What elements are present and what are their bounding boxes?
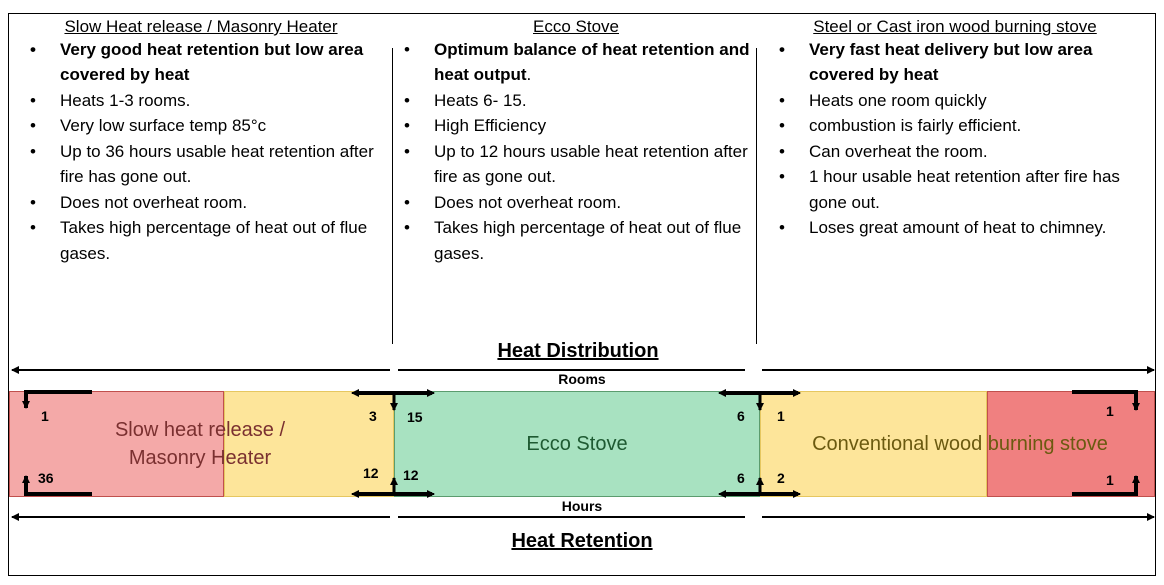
column-divider: [756, 48, 757, 344]
diagram-frame: [8, 13, 1156, 576]
marker-masonry-hours-min: 12: [363, 465, 379, 481]
column-ecco: Ecco Stove Optimum balance of heat reten…: [400, 14, 752, 266]
marker-ecco-hours-max: 12: [403, 467, 419, 483]
column-conventional: Steel or Cast iron wood burning stove Ve…: [775, 14, 1135, 241]
bullet-suffix: .: [526, 65, 532, 84]
bullet-list: Very fast heat delivery but low area cov…: [775, 37, 1135, 241]
bullet-item: Can overheat the room.: [775, 139, 1135, 165]
column-heading: Steel or Cast iron wood burning stove: [813, 17, 1097, 36]
ecco-segment-label: Ecco Stove: [526, 433, 628, 455]
bullet-item: Up to 36 hours usable heat retention aft…: [26, 139, 376, 190]
column-heading: Slow Heat release / Masonry Heater: [64, 17, 338, 36]
bullet-list: Optimum balance of heat retention and he…: [400, 37, 752, 267]
marker-ecco-hours-min: 6: [737, 470, 745, 486]
rooms-axis-label: Rooms: [558, 371, 606, 387]
segment-conventional-yellow: [760, 391, 987, 497]
column-heading: Ecco Stove: [533, 17, 619, 36]
marker-conv-rooms-max: 1: [777, 408, 785, 424]
bullet-item: Very good heat retention but low area co…: [26, 37, 376, 88]
bullet-item: Heats one room quickly: [775, 88, 1135, 114]
segment-ecco-green: [394, 391, 760, 497]
marker-conv-hours-max: 2: [777, 470, 785, 486]
bullet-item: Very low surface temp 85°c: [26, 113, 376, 139]
segment-conventional-red: [987, 391, 1155, 497]
marker-conv-rooms-min: 1: [1106, 403, 1114, 419]
bullet-bold-text: Optimum balance of heat retention and he…: [434, 39, 750, 85]
hours-axis-label: Hours: [561, 498, 603, 514]
bullet-item: Heats 1-3 rooms.: [26, 88, 376, 114]
bracket-masonry-rooms-min: [22, 390, 92, 409]
bullet-item: Loses great amount of heat to chimney.: [775, 215, 1135, 241]
marker-ecco-rooms-max: 15: [407, 409, 423, 425]
bullet-item: 1 hour usable heat retention after fire …: [775, 164, 1135, 215]
bullet-item: Up to 12 hours usable heat retention aft…: [400, 139, 752, 190]
bullet-item: Does not overheat room.: [26, 190, 376, 216]
segment-masonry-yellow: [224, 391, 394, 497]
marker-conv-hours-min: 1: [1106, 472, 1114, 488]
column-divider: [392, 48, 393, 344]
bullet-item: Takes high percentage of heat out of flu…: [400, 215, 752, 266]
bullet-item: combustion is fairly efficient.: [775, 113, 1135, 139]
conventional-segment-label: Conventional wood burning stove: [812, 433, 1108, 455]
marker-masonry-rooms-min: 1: [41, 408, 49, 424]
bullet-item: Does not overheat room.: [400, 190, 752, 216]
bracket-conv-rooms-min: [1072, 390, 1140, 411]
bullet-item: Optimum balance of heat retention and he…: [400, 37, 752, 88]
heat-distribution-title: Heat Distribution: [497, 340, 659, 362]
heat-retention-title: Heat Retention: [511, 530, 653, 552]
bullet-item: High Efficiency: [400, 113, 752, 139]
marker-masonry-rooms-max: 3: [369, 408, 377, 424]
bracket-masonry-hours-max: [22, 475, 92, 496]
bullet-item: Takes high percentage of heat out of flu…: [26, 215, 376, 266]
marker-masonry-hours-max: 36: [38, 470, 54, 486]
marker-ecco-rooms-min: 6: [737, 408, 745, 424]
bracket-conv-hours-min: [1072, 475, 1140, 496]
bullet-item: Heats 6- 15.: [400, 88, 752, 114]
column-masonry: Slow Heat release / Masonry Heater Very …: [26, 14, 376, 266]
masonry-segment-label: Slow heat release / Masonry Heater: [114, 419, 286, 469]
bullet-list: Very good heat retention but low area co…: [26, 37, 376, 267]
bullet-item: Very fast heat delivery but low area cov…: [775, 37, 1135, 88]
segment-masonry-red: [9, 391, 224, 497]
